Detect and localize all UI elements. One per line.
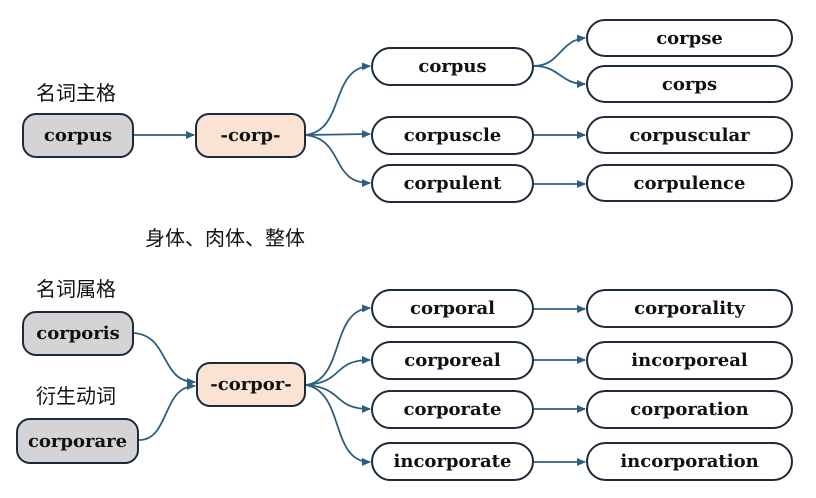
node-incorporeal: incorporeal [586,341,793,380]
edge-corpor-to-incorporate [305,384,371,466]
node-corpus-root: corpus [22,113,134,158]
node-incorporate: incorporate [371,442,534,481]
node-corpulent: corpulent [371,164,534,203]
edge-corpor-to-corporal [305,304,371,386]
node-corporation: corporation [586,390,793,429]
label-genitive: 名词属格 [36,277,116,301]
edge-corp-to-corpus [305,62,371,136]
edge-corp-to-corpulent [305,134,371,187]
edge-corpor-to-corporate [305,384,371,413]
label-verb: 衍生动词 [36,384,116,408]
node-corpor-stem: -corpor- [196,362,306,407]
edge-corp-to-corpuscle [305,130,371,139]
node-incorporation: incorporation [586,442,793,481]
node-corporality: corporality [586,289,793,328]
edge-corporare-to-corpor [138,382,196,441]
label-nominative: 名词主格 [36,81,116,105]
edge-corpor-to-corporeal [305,356,371,386]
node-corporeal: corporeal [371,341,534,380]
node-corporis: corporis [22,311,134,356]
label-meaning: 身体、肉体、整体 [145,226,305,250]
edge-corporis-to-corpor [133,332,196,386]
node-corporal: corporal [371,289,534,328]
node-corp-stem: -corp- [195,113,306,158]
node-corpus: corpus [371,47,534,86]
edge-corpus-to-corps [533,65,586,88]
node-corpuscular: corpuscular [586,116,793,154]
node-corpulence: corpulence [586,164,793,202]
node-corpse: corpse [586,19,793,57]
node-corps: corps [586,65,793,103]
node-corpuscle: corpuscle [371,116,534,155]
node-corporate: corporate [371,390,534,429]
node-corporare: corporare [16,418,139,464]
edge-corpus-to-corpse [533,34,586,67]
